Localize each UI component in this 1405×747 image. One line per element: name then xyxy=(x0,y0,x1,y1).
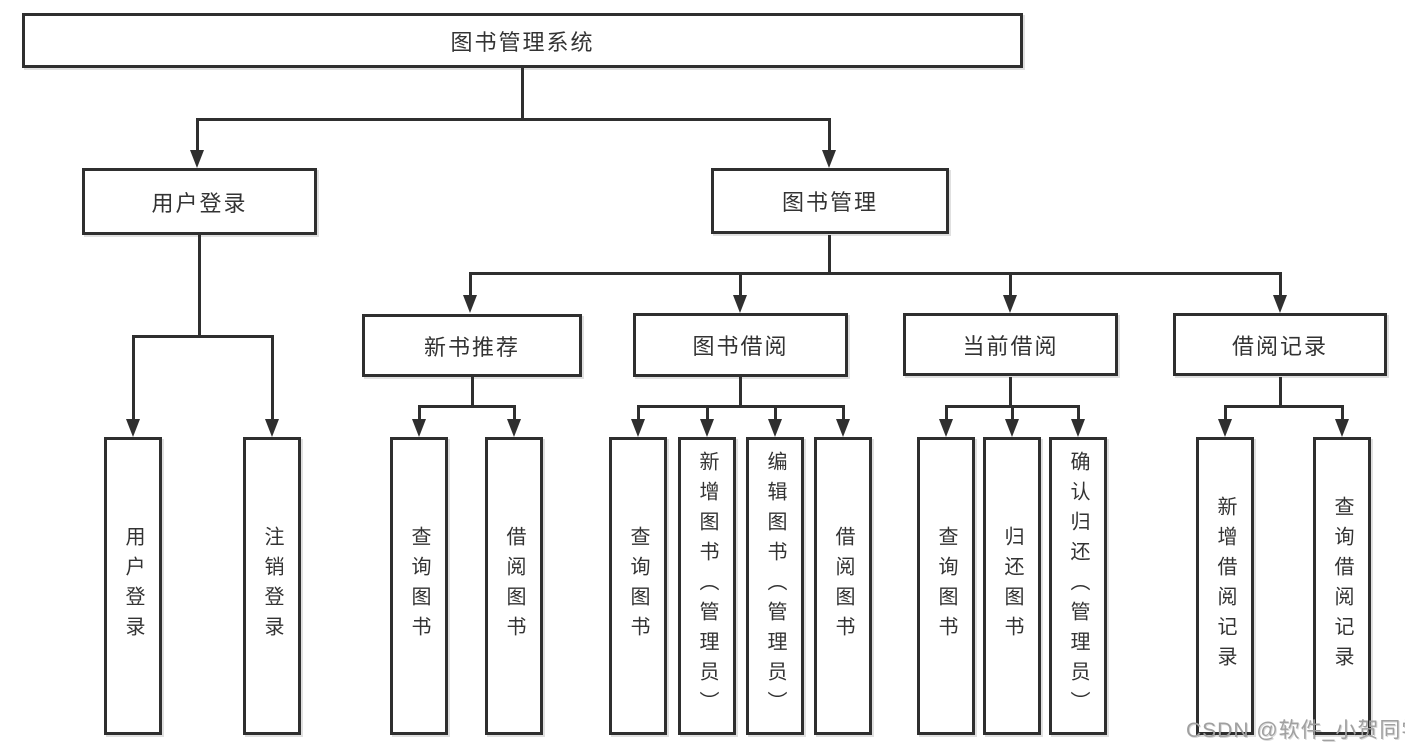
node-new-book-recommendation-label: 新书推荐 xyxy=(423,334,520,360)
arrowhead-down-icon xyxy=(700,419,714,437)
connector-drop-new-book xyxy=(469,272,472,296)
arrowhead-down-icon xyxy=(463,295,477,313)
arrowhead-down-icon xyxy=(265,419,279,437)
connector-new-book-bar xyxy=(418,405,515,408)
leaf-add-borrow-record-label: 新增借阅记录 xyxy=(1214,496,1236,676)
connector-drop-leaf xyxy=(1077,405,1080,420)
arrowhead-down-icon xyxy=(412,419,426,437)
connector-drop-borrowing-records xyxy=(1279,272,1282,296)
leaf-user-login: 用户登录 xyxy=(104,437,162,735)
node-current-borrowing: 当前借阅 xyxy=(903,313,1118,376)
leaf-borrow-books-recommend-label: 借阅图书 xyxy=(503,526,525,646)
connector-drop-leaf xyxy=(706,405,709,420)
arrowhead-down-icon xyxy=(768,419,782,437)
arrowhead-down-icon xyxy=(126,419,140,437)
node-user-login: 用户登录 xyxy=(82,168,317,235)
leaf-query-books-current: 查询图书 xyxy=(917,437,975,735)
connector-drop-leaf xyxy=(418,405,421,420)
connector-root-bar xyxy=(196,118,831,121)
node-new-book-recommendation: 新书推荐 xyxy=(362,314,582,377)
arrowhead-down-icon xyxy=(939,419,953,437)
arrowhead-down-icon xyxy=(1218,419,1232,437)
connector-drop-leaf xyxy=(1011,405,1014,420)
leaf-query-borrow-record: 查询借阅记录 xyxy=(1313,437,1371,735)
connector-drop-book-borrowing xyxy=(739,272,742,296)
arrowhead-down-icon xyxy=(507,419,521,437)
leaf-edit-books-admin-label: 编辑图书（管理员） xyxy=(764,451,786,721)
connector-root-stem xyxy=(521,68,524,120)
leaf-logout: 注销登录 xyxy=(243,437,301,735)
leaf-return-books: 归还图书 xyxy=(983,437,1041,735)
leaf-confirm-return-admin: 确认归还（管理员） xyxy=(1049,437,1107,735)
arrowhead-down-icon xyxy=(1005,419,1019,437)
leaf-add-borrow-record: 新增借阅记录 xyxy=(1196,437,1254,735)
connector-borrowing-records-stem xyxy=(1279,377,1282,406)
leaf-borrow-books-borrowing: 借阅图书 xyxy=(814,437,872,735)
arrowhead-down-icon xyxy=(190,150,204,168)
arrowhead-down-icon xyxy=(822,150,836,168)
node-library-system: 图书管理系统 xyxy=(22,13,1023,68)
leaf-query-books-recommend-label: 查询图书 xyxy=(408,526,430,646)
arrowhead-down-icon xyxy=(1003,295,1017,313)
arrowhead-down-icon xyxy=(1335,419,1349,437)
leaf-query-books-borrowing-label: 查询图书 xyxy=(627,526,649,646)
leaf-add-books-admin: 新增图书（管理员） xyxy=(678,437,736,735)
connector-book-management-bar xyxy=(469,272,1281,275)
leaf-query-books-borrowing: 查询图书 xyxy=(609,437,667,735)
connector-drop-user-login xyxy=(196,118,199,151)
leaf-add-books-admin-label: 新增图书（管理员） xyxy=(696,451,718,721)
leaf-query-borrow-record-label: 查询借阅记录 xyxy=(1331,496,1353,676)
leaf-confirm-return-admin-label: 确认归还（管理员） xyxy=(1067,451,1089,721)
leaf-borrow-books-borrowing-label: 借阅图书 xyxy=(832,526,854,646)
leaf-edit-books-admin: 编辑图书（管理员） xyxy=(746,437,804,735)
node-book-borrowing: 图书借阅 xyxy=(633,313,848,377)
connector-drop-leaf-logout xyxy=(271,335,274,420)
connector-drop-leaf xyxy=(637,405,640,420)
connector-drop-book-management xyxy=(828,118,831,151)
arrowhead-down-icon xyxy=(1273,295,1287,313)
arrowhead-down-icon xyxy=(836,419,850,437)
leaf-return-books-label: 归还图书 xyxy=(1001,526,1023,646)
leaf-logout-label: 注销登录 xyxy=(261,526,283,646)
connector-borrowing-records-bar xyxy=(1224,405,1343,408)
node-book-management: 图书管理 xyxy=(711,168,949,234)
connector-drop-leaf xyxy=(513,405,516,420)
connector-drop-current-borrowing xyxy=(1009,272,1012,296)
connector-drop-leaf xyxy=(1341,405,1344,420)
connector-drop-leaf xyxy=(945,405,948,420)
node-book-borrowing-label: 图书借阅 xyxy=(692,334,789,359)
node-library-system-label: 图书管理系统 xyxy=(450,29,595,55)
node-user-login-label: 用户登录 xyxy=(151,190,248,216)
node-borrowing-records-label: 借阅记录 xyxy=(1231,333,1328,359)
connector-drop-leaf xyxy=(842,405,845,420)
connector-book-management-stem xyxy=(828,235,831,273)
connector-new-book-stem xyxy=(471,377,474,406)
leaf-user-login-label: 用户登录 xyxy=(122,526,144,646)
leaf-borrow-books-recommend: 借阅图书 xyxy=(485,437,543,735)
arrowhead-down-icon xyxy=(631,419,645,437)
arrowhead-down-icon xyxy=(1071,419,1085,437)
leaf-query-books-current-label: 查询图书 xyxy=(935,526,957,646)
leaf-query-books-recommend: 查询图书 xyxy=(390,437,448,735)
connector-drop-leaf xyxy=(774,405,777,420)
connector-user-login-bar xyxy=(132,335,274,338)
connector-book-borrowing-bar xyxy=(637,405,844,408)
connector-user-login-stem xyxy=(198,235,201,336)
connector-book-borrowing-stem xyxy=(739,377,742,406)
node-borrowing-records: 借阅记录 xyxy=(1173,313,1387,376)
node-book-management-label: 图书管理 xyxy=(781,190,878,215)
node-current-borrowing-label: 当前借阅 xyxy=(962,333,1059,359)
connector-drop-leaf xyxy=(1224,405,1227,420)
connector-current-borrowing-stem xyxy=(1009,377,1012,406)
watermark: CSDN @软件_小贺同学 xyxy=(1186,719,1405,742)
connector-drop-leaf-user-login xyxy=(132,335,135,420)
arrowhead-down-icon xyxy=(733,295,747,313)
